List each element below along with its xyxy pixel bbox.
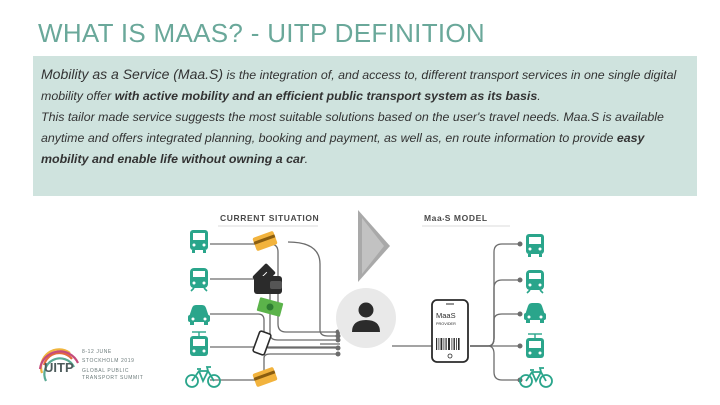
transition-arrow-icon <box>358 210 390 282</box>
logo-dates: 8-12 JUNE <box>82 349 112 355</box>
maas-model-dot: • <box>442 217 445 223</box>
bicycle-icon <box>185 366 221 388</box>
tram-icon <box>190 331 208 356</box>
phone-maas-text: MaaS <box>436 311 456 320</box>
connector-dots <box>335 241 523 383</box>
maas-diagram: CURRENT SITUATION Maa•S MODEL <box>170 204 720 404</box>
definition-box: Mobility as a Service (Maa.S) is the int… <box>33 56 697 196</box>
logo-brand: UITP <box>44 360 74 375</box>
uitp-logo-graphic <box>38 348 79 382</box>
tram-icon-right <box>526 333 544 358</box>
diagram-graphics: MaaS PROVIDER <box>185 210 553 388</box>
wallet-icon <box>254 276 282 294</box>
phone-provider-text: PROVIDER <box>436 322 456 326</box>
definition-end-1: . <box>537 89 541 103</box>
bus-icon <box>190 230 208 253</box>
maas-model-label-suffix: S MODEL <box>444 213 488 223</box>
train-icon-right <box>526 270 544 294</box>
definition-bold-1: with active mobility and an efficient pu… <box>114 89 538 103</box>
definition-text-2: This tailor made service suggests the mo… <box>41 110 664 145</box>
user-icon <box>336 288 396 348</box>
definition-text-1: is the integration of, and access to, di… <box>41 68 677 103</box>
cash-icon <box>256 297 284 317</box>
car-icon-right <box>524 303 546 323</box>
logo-city: STOCKHOLM 2019 <box>82 358 135 364</box>
car-icon <box>188 305 210 325</box>
maas-provider-phone-icon: MaaS PROVIDER <box>431 299 469 363</box>
smartphone-icon <box>252 330 272 356</box>
definition-end-2: . <box>304 152 309 166</box>
maas-model-label-prefix: Maa <box>424 213 443 223</box>
logo-tagline-1: GLOBAL PUBLIC <box>82 368 130 374</box>
left-transport-icons <box>185 230 221 388</box>
card-icon <box>252 231 278 251</box>
right-transport-icons <box>519 234 553 388</box>
maas-term: Mobility as a Service (Maa.S) <box>41 66 224 82</box>
definition-paragraph-2: This tailor made service suggests the mo… <box>41 107 687 170</box>
logo-tagline-2: TRANSPORT SUMMIT <box>82 375 144 381</box>
definition-bold-2: easy mobility and enable life without ow… <box>41 131 645 166</box>
bus-icon-right <box>526 234 544 257</box>
definition-paragraph-1: Mobility as a Service (Maa.S) is the int… <box>41 64 687 107</box>
current-situation-label: CURRENT SITUATION <box>220 213 320 223</box>
maas-model-label: Maa•S MODEL <box>424 213 488 223</box>
bicycle-icon-right <box>519 367 553 388</box>
train-icon <box>190 268 208 292</box>
card-icon-2 <box>252 367 278 387</box>
uitp-summit-logo: 8-12 JUNE STOCKHOLM 2019 UITP GLOBAL PUB… <box>38 347 156 403</box>
slide-title: WHAT IS MAAS? - UITP DEFINITION <box>38 18 486 48</box>
maas-connection-lines <box>392 243 522 381</box>
